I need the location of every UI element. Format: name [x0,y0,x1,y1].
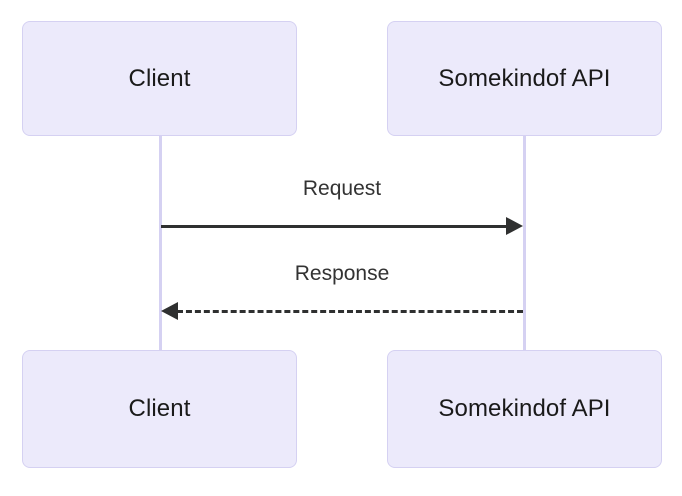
message-label-response: Response [294,262,390,285]
message-label-request: Request [302,177,382,200]
participant-box-client-top[interactable]: Client [22,21,297,136]
participant-label-client-bottom: Client [128,395,191,422]
participant-label-api-top: Somekindof API [438,64,611,92]
participant-box-api-bottom[interactable]: Somekindof API [387,350,662,468]
arrowhead-request-icon [506,217,523,235]
message-line-request [161,225,511,228]
participant-box-client-bottom[interactable]: Client [22,350,297,468]
arrowhead-response-icon [161,302,178,320]
lifeline-client [159,136,162,350]
participant-label-api-bottom: Somekindof API [438,395,611,422]
message-line-response [177,310,523,313]
participant-label-client-top: Client [128,64,191,92]
participant-box-api-top[interactable]: Somekindof API [387,21,662,136]
lifeline-api [523,136,526,350]
